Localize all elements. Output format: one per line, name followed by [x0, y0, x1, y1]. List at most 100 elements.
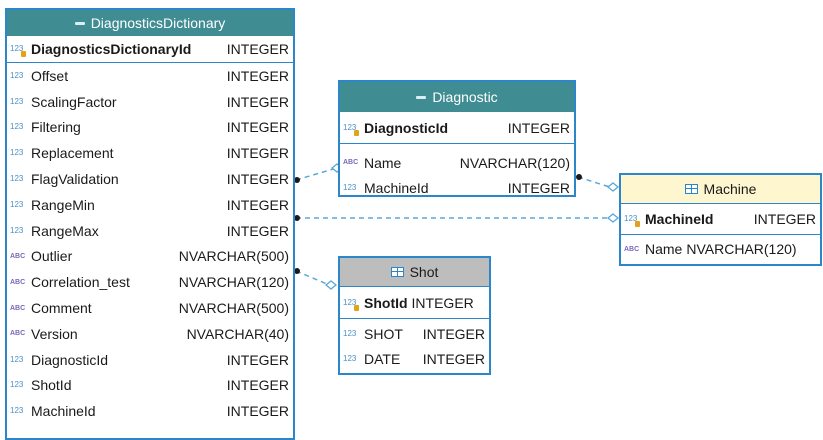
entity-title: Machine — [703, 181, 757, 197]
text-type-icon: ABC — [10, 304, 26, 312]
column-name: Filtering — [31, 119, 81, 136]
numeric-type-icon: 123 — [343, 353, 357, 363]
fk-end-dot — [294, 177, 300, 183]
numeric-type-icon: 123 — [10, 225, 24, 235]
view-icon — [416, 95, 427, 99]
column-row[interactable]: ABC Version NVARCHAR(40) — [7, 321, 293, 347]
numeric-key-icon: 123 — [343, 298, 364, 311]
numeric-type-icon: 123 — [10, 380, 24, 390]
column-type: INTEGER — [753, 211, 816, 227]
column-name: SHOT — [364, 325, 403, 342]
pk-end-diamond — [606, 213, 620, 223]
column-type: NVARCHAR(500) — [178, 300, 289, 317]
column-type: INTEGER — [507, 119, 570, 136]
text-type-icon: ABC — [343, 159, 359, 166]
fk-end-dot — [294, 215, 300, 221]
table-icon — [390, 267, 404, 277]
column-name: Comment — [31, 300, 92, 317]
numeric-type-icon: 123 — [343, 182, 357, 192]
numeric-key-icon: 123 — [10, 45, 31, 57]
column-type: INTEGER — [226, 41, 289, 57]
column-type: NVARCHAR(120) — [178, 274, 289, 291]
column-row[interactable]: 123 SHOT INTEGER — [340, 321, 489, 346]
numeric-type-icon: 123 — [10, 406, 24, 416]
column-row[interactable]: ABC Correlation_test NVARCHAR(120) — [7, 269, 293, 295]
text-type-icon: ABC — [624, 245, 640, 253]
column-row[interactable]: 123 MachineId INTEGER — [7, 398, 293, 424]
column-name: MachineId — [31, 403, 96, 420]
column-type: INTEGER — [226, 67, 289, 84]
column-name: ShotId — [364, 294, 408, 311]
pk-end-diamond — [324, 280, 338, 290]
column-type: INTEGER — [226, 222, 289, 239]
numeric-type-icon: 123 — [10, 199, 24, 209]
rel-diagnostic-machine — [577, 176, 617, 190]
pk-row[interactable]: 123 DiagnosticId INTEGER — [340, 112, 574, 144]
column-type: INTEGER — [226, 196, 289, 213]
numeric-type-icon: 123 — [10, 148, 24, 158]
column-name: Correlation_test — [31, 274, 130, 291]
view-icon — [74, 21, 85, 25]
text-type-icon: ABC — [10, 330, 26, 338]
numeric-type-icon: 123 — [343, 328, 357, 338]
column-name: Replacement — [31, 145, 114, 162]
pk-row[interactable]: 123 MachineId INTEGER — [621, 204, 820, 235]
entity-header[interactable]: Diagnostic — [340, 82, 574, 112]
rel-dictionary-shot — [295, 270, 335, 288]
fk-end-dot — [576, 174, 582, 180]
column-type: INTEGER — [226, 351, 289, 368]
column-type: NVARCHAR(500) — [178, 248, 289, 265]
column-name: RangeMax — [31, 222, 99, 239]
column-name: FlagValidation — [31, 171, 119, 188]
column-row[interactable]: 123 RangeMin INTEGER — [7, 192, 293, 218]
column-row[interactable]: 123 Replacement INTEGER — [7, 140, 293, 166]
pk-row[interactable]: 123 ShotId INTEGER — [340, 287, 489, 319]
fk-end-dot — [294, 268, 300, 274]
column-name: MachineId — [645, 211, 714, 227]
column-type: NVARCHAR(120) — [686, 241, 797, 257]
entity-diagnostics-dictionary[interactable]: DiagnosticsDictionary 123 DiagnosticsDic… — [5, 8, 295, 440]
table-icon — [684, 184, 698, 194]
column-row[interactable]: ABC Comment NVARCHAR(500) — [7, 295, 293, 321]
numeric-type-icon: 123 — [10, 96, 24, 106]
column-name: RangeMin — [31, 196, 95, 213]
text-type-icon: ABC — [10, 252, 26, 260]
entity-title: DiagnosticsDictionary — [90, 15, 226, 31]
entity-header[interactable]: DiagnosticsDictionary — [7, 10, 293, 36]
column-name: DiagnosticsDictionaryId — [31, 41, 192, 57]
text-type-icon: ABC — [10, 278, 26, 286]
numeric-key-icon: 123 — [343, 123, 364, 136]
column-name: DiagnosticId — [364, 119, 449, 136]
column-row[interactable]: ABC Outlier NVARCHAR(500) — [7, 244, 293, 270]
entity-header[interactable]: Machine — [621, 175, 820, 204]
column-type: INTEGER — [422, 325, 485, 342]
column-type: INTEGER — [226, 93, 289, 110]
entity-header[interactable]: Shot — [340, 258, 489, 287]
column-name: Version — [31, 325, 78, 342]
column-type: NVARCHAR(40) — [186, 325, 289, 342]
column-name: Offset — [31, 67, 69, 84]
column-name: Outlier — [31, 248, 73, 265]
column-row[interactable]: 123 RangeMax INTEGER — [7, 218, 293, 244]
pk-end-diamond — [606, 182, 620, 192]
column-row[interactable]: 123 Offset INTEGER — [7, 63, 293, 89]
column-type: NVARCHAR(120) — [459, 154, 570, 171]
column-type: INTEGER — [226, 145, 289, 162]
column-type: INTEGER — [226, 403, 289, 420]
numeric-type-icon: 123 — [10, 70, 24, 80]
column-type: INTEGER — [226, 377, 289, 394]
numeric-type-icon: 123 — [10, 122, 24, 132]
pk-row[interactable]: 123 DiagnosticsDictionaryId INTEGER — [7, 36, 293, 63]
